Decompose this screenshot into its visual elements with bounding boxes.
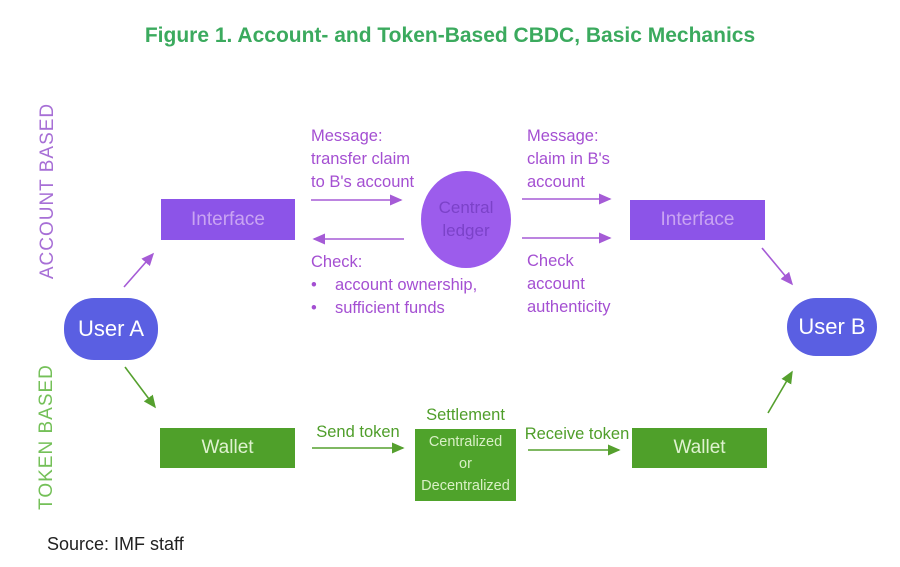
message-transfer-line3: to B's account <box>311 173 415 192</box>
bullet-icon: • <box>311 276 317 295</box>
check-right-line2: account <box>527 275 585 294</box>
wallet-left-node: Wallet <box>160 428 295 468</box>
wallet-left-label: Wallet <box>201 437 254 458</box>
central-ledger-label-line1: Central <box>438 198 494 218</box>
figure-title: Figure 1. Account- and Token-Based CBDC,… <box>144 24 756 47</box>
message-claim-line2: claim in B's <box>527 150 610 169</box>
send-token-label: Send token <box>316 423 400 441</box>
arrow-wallet-to-userb <box>767 370 793 414</box>
interface-right-label: Interface <box>660 209 735 230</box>
source-note: Source: IMF staff <box>47 534 184 554</box>
wallet-right-label: Wallet <box>673 437 726 458</box>
check-left-item-2-text: sufficient funds <box>335 299 445 318</box>
check-account-ownership-label: Check: • account ownership, • sufficient… <box>311 251 477 320</box>
message-transfer-line1: Message: <box>311 127 383 145</box>
settlement-node: Centralized or Decentralized <box>415 429 516 501</box>
check-left-item-1-text: account ownership, <box>335 276 478 295</box>
settlement-line3: Decentralized <box>421 477 510 494</box>
check-left-item-1: • account ownership, <box>311 274 477 297</box>
arrow-usera-to-wallet <box>124 366 156 409</box>
message-claim-label: Message: claim in B's account <box>527 125 610 194</box>
message-transfer-line2: transfer claim <box>311 150 411 169</box>
message-transfer-claim-label: Message: transfer claim to B's account <box>311 125 414 194</box>
receive-token-label: Receive token <box>524 425 630 443</box>
user-a-label: User A <box>77 316 145 341</box>
arrow-interface-to-userb <box>761 247 794 286</box>
interface-left-label: Interface <box>191 208 265 230</box>
user-b-node: User B <box>787 298 877 356</box>
interface-right-node: Interface <box>630 200 765 240</box>
settlement-line2: or <box>459 456 472 473</box>
arrow-usera-to-interface <box>123 252 155 288</box>
check-authenticity-label: Check account authenticity <box>527 250 610 319</box>
central-ledger-node: Central ledger <box>421 171 511 268</box>
central-ledger-label-line2: ledger <box>442 220 490 240</box>
user-b-label: User B <box>798 314 866 339</box>
check-right-line1: Check <box>527 252 574 270</box>
bullet-icon: • <box>311 299 317 318</box>
account-based-track-label: ACCOUNT BASED <box>37 102 58 280</box>
check-right-line3: authenticity <box>527 298 611 317</box>
message-claim-line3: account <box>527 173 585 192</box>
check-left-item-2: • sufficient funds <box>311 297 477 320</box>
message-claim-line1: Message: <box>527 127 599 145</box>
user-a-node: User A <box>64 298 158 360</box>
wallet-right-node: Wallet <box>632 428 767 468</box>
check-left-title: Check: <box>311 253 363 271</box>
token-based-track-label: TOKEN BASED <box>36 364 57 510</box>
settlement-line1: Centralized <box>428 434 503 451</box>
settlement-heading: Settlement <box>426 406 505 424</box>
interface-left-node: Interface <box>161 199 295 240</box>
